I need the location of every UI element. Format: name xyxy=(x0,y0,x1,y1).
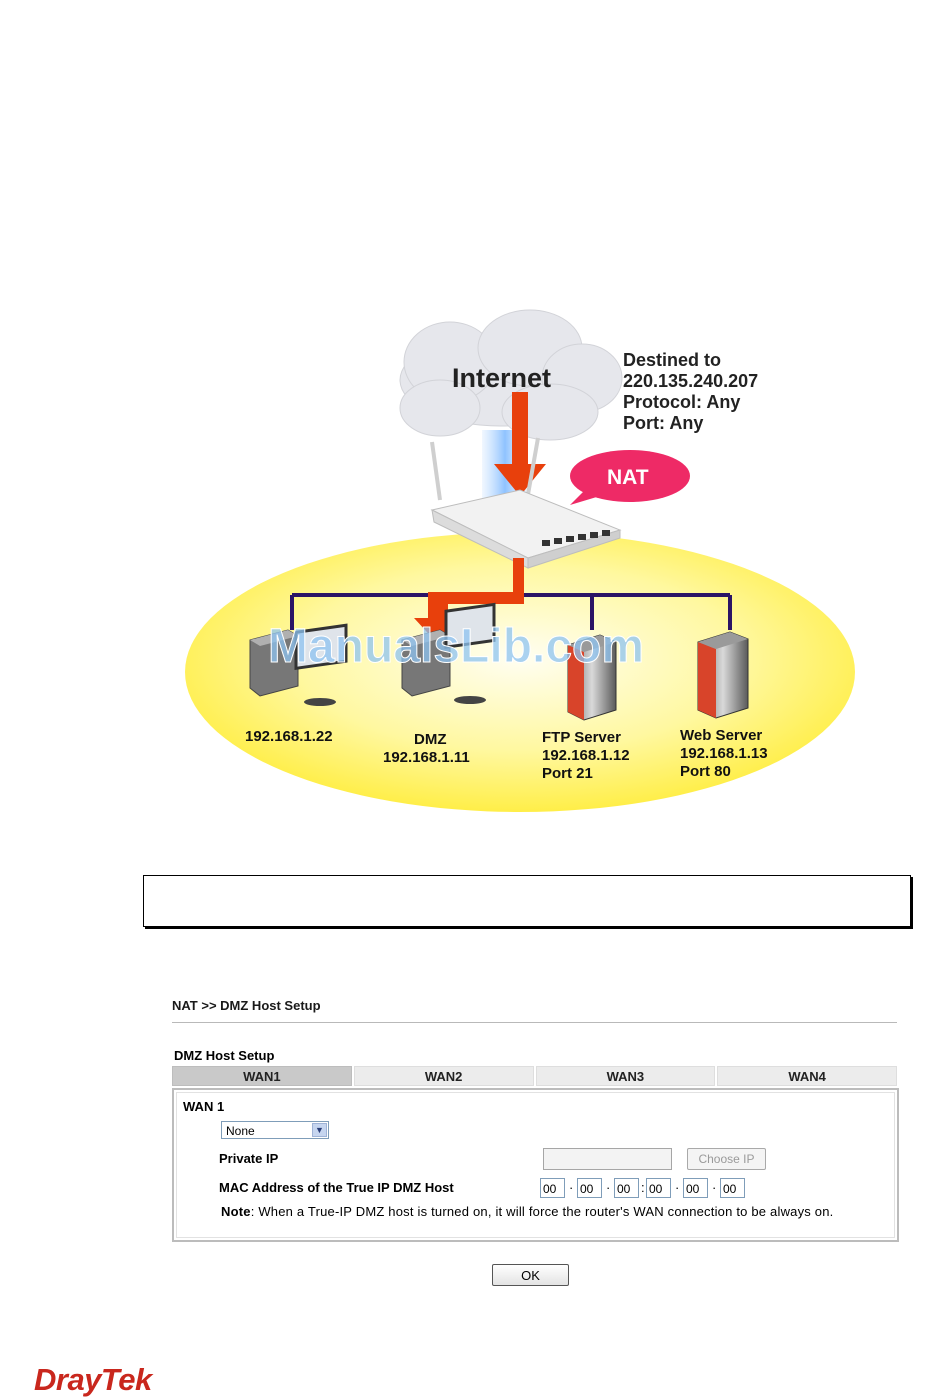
breadcrumb: NAT >> DMZ Host Setup xyxy=(172,998,321,1013)
mac-separator: · xyxy=(569,1180,574,1195)
dmz-mode-select[interactable]: None ▼ xyxy=(221,1121,329,1139)
ftp-label: FTP Server xyxy=(542,729,621,746)
ftp-port: Port 21 xyxy=(542,765,593,782)
dmz-pc-icon xyxy=(401,602,496,704)
web-port: Port 80 xyxy=(680,763,731,780)
tab-wan3[interactable]: WAN3 xyxy=(535,1066,716,1086)
svg-text:Destined to: Destined to xyxy=(623,350,721,370)
destination-info: Destined to 220.135.240.207 Protocol: An… xyxy=(623,350,758,433)
mac-separator: · xyxy=(675,1180,680,1195)
dmz-arrow xyxy=(414,558,524,644)
svg-text:NAT: NAT xyxy=(607,466,649,489)
mac-octet-6[interactable]: 00 xyxy=(720,1178,745,1198)
svg-text:Port: Any: Port: Any xyxy=(623,413,703,433)
private-ip-label: Private IP xyxy=(219,1151,279,1166)
dmz-label: DMZ xyxy=(414,731,447,748)
dmz-ip: 192.168.1.11 xyxy=(383,749,470,766)
note-text: Note: When a True-IP DMZ host is turned … xyxy=(221,1203,881,1220)
ftp-ip: 192.168.1.12 xyxy=(542,747,630,764)
web-server-icon xyxy=(697,631,749,719)
router-icon xyxy=(430,437,622,569)
inbound-arrow xyxy=(494,392,615,496)
mac-octet-1[interactable]: 00 xyxy=(540,1178,565,1198)
network-diagram: Internet Destined to 220.135.240.207 Pro… xyxy=(185,309,855,812)
web-label: Web Server xyxy=(680,727,762,744)
tab-wan2[interactable]: WAN2 xyxy=(353,1066,534,1086)
empty-note-box xyxy=(143,875,911,927)
dmz-settings-panel: WAN 1 None ▼ Private IP Choose IP MAC Ad… xyxy=(172,1088,899,1242)
cloud-label: Internet xyxy=(452,363,551,393)
mac-separator: : xyxy=(641,1180,645,1195)
ftp-server-icon xyxy=(567,634,617,721)
wan-tabs: WAN1 WAN2 WAN3 WAN4 xyxy=(172,1066,897,1086)
mac-octet-3[interactable]: 00 xyxy=(614,1178,639,1198)
private-ip-input[interactable] xyxy=(543,1148,672,1170)
mac-octet-5[interactable]: 00 xyxy=(683,1178,708,1198)
mac-separator: · xyxy=(606,1180,611,1195)
tab-wan4[interactable]: WAN4 xyxy=(717,1066,897,1086)
pc-icon xyxy=(249,623,348,706)
mac-octet-2[interactable]: 00 xyxy=(577,1178,602,1198)
svg-text:220.135.240.207: 220.135.240.207 xyxy=(623,371,758,391)
lan-ellipse xyxy=(185,532,855,812)
host-1-ip: 192.168.1.22 xyxy=(245,728,333,745)
dmz-mode-value: None xyxy=(226,1124,255,1138)
note-bold: Note xyxy=(221,1204,251,1219)
mac-address-label: MAC Address of the True IP DMZ Host xyxy=(219,1180,454,1195)
tab-wan1[interactable]: WAN1 xyxy=(172,1066,352,1086)
choose-ip-button[interactable]: Choose IP xyxy=(687,1148,766,1170)
watermark: ManualsLib.com xyxy=(268,620,644,673)
mac-octet-4[interactable]: 00 xyxy=(646,1178,671,1198)
web-ip: 192.168.1.13 xyxy=(680,745,768,762)
svg-text:Protocol: Any: Protocol: Any xyxy=(623,392,740,412)
mac-separator: · xyxy=(712,1180,717,1195)
nat-bubble: NAT xyxy=(570,450,690,505)
chevron-down-icon[interactable]: ▼ xyxy=(312,1123,327,1137)
section-title: DMZ Host Setup xyxy=(174,1048,275,1063)
wan-label: WAN 1 xyxy=(183,1099,225,1114)
ok-button[interactable]: OK xyxy=(492,1264,569,1286)
note-body: : When a True-IP DMZ host is turned on, … xyxy=(250,1204,834,1219)
divider xyxy=(172,1022,897,1023)
draytek-logo: DrayTek xyxy=(34,1362,152,1397)
